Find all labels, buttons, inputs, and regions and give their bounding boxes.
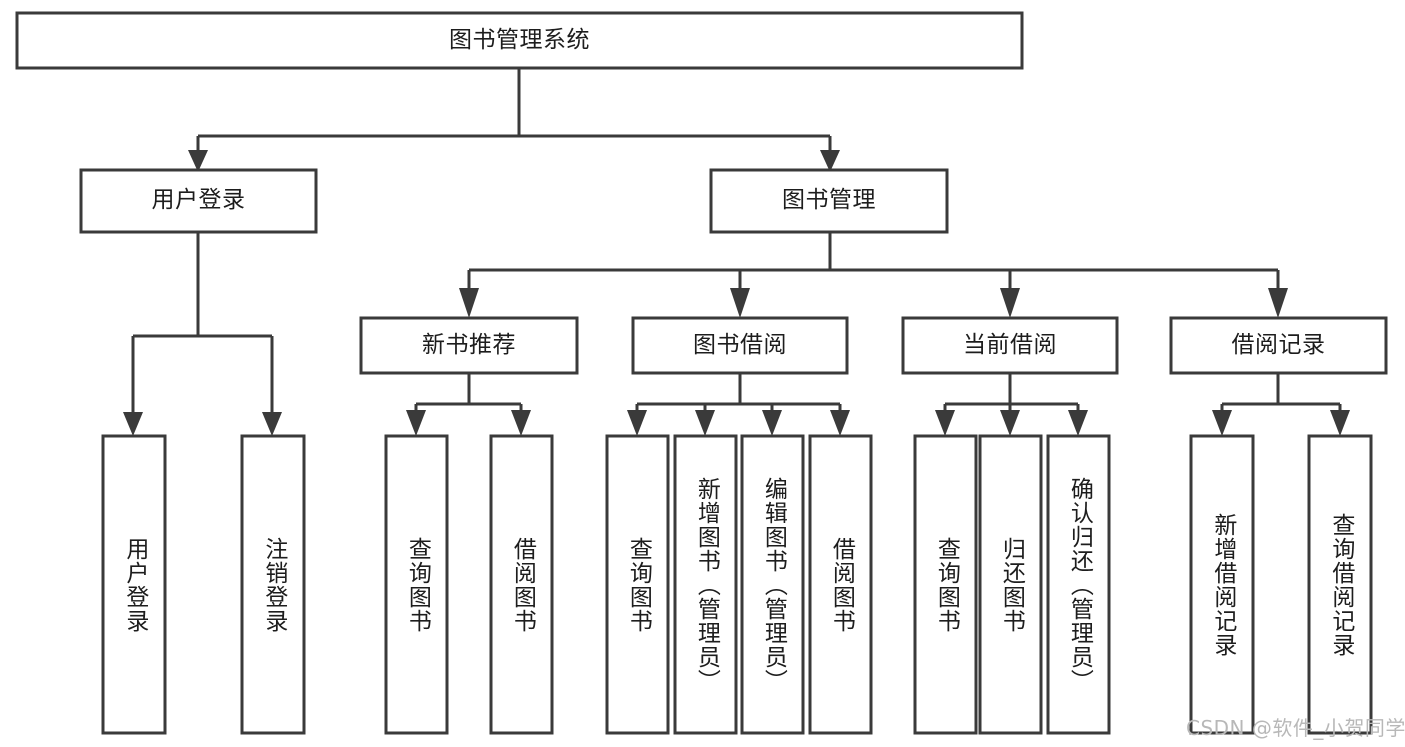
node-box-new-book-rec[interactable] bbox=[359, 316, 579, 375]
node-box-user-login[interactable] bbox=[79, 168, 318, 234]
node-box-leaf-5[interactable] bbox=[605, 434, 670, 735]
node-box-leaf-3[interactable] bbox=[384, 434, 449, 735]
arrowhead-leaf-9 bbox=[935, 410, 955, 436]
arrowhead-leaf-6 bbox=[695, 410, 715, 436]
node-box-root[interactable] bbox=[15, 11, 1024, 70]
node-box-leaf-12[interactable] bbox=[1189, 434, 1255, 735]
arrowhead-leaf-5 bbox=[627, 410, 647, 436]
arrowhead-leaf-4 bbox=[511, 410, 531, 436]
arrowhead-book-manage bbox=[820, 150, 840, 172]
node-box-leaf-9[interactable] bbox=[913, 434, 978, 735]
arrowhead-leaf-11 bbox=[1068, 410, 1088, 436]
node-box-leaf-8[interactable] bbox=[808, 434, 873, 735]
node-box-leaf-1[interactable] bbox=[101, 434, 167, 735]
arrowhead-leaf-2 bbox=[262, 412, 282, 436]
arrowhead-user-login bbox=[188, 150, 208, 172]
arrowhead-current-borrow bbox=[1000, 288, 1020, 318]
arrowhead-leaf-1 bbox=[123, 412, 143, 436]
node-box-current-borrow[interactable] bbox=[901, 316, 1119, 375]
node-box-book-manage[interactable] bbox=[709, 168, 949, 234]
node-box-leaf-4[interactable] bbox=[489, 434, 554, 735]
node-box-leaf-2[interactable] bbox=[240, 434, 306, 735]
node-box-borrow-record[interactable] bbox=[1169, 316, 1388, 375]
arrowhead-leaf-7 bbox=[762, 410, 782, 436]
arrowhead-borrow-record bbox=[1268, 288, 1288, 318]
arrowhead-new-book-rec bbox=[459, 288, 479, 318]
arrowhead-leaf-13 bbox=[1330, 410, 1350, 436]
arrowhead-leaf-3 bbox=[406, 410, 426, 436]
arrowhead-book-borrow bbox=[730, 288, 750, 318]
connector-layer bbox=[123, 68, 1350, 436]
arrowhead-leaf-10 bbox=[1000, 410, 1020, 436]
node-box-leaf-7[interactable] bbox=[740, 434, 805, 735]
node-box-layer bbox=[15, 11, 1388, 735]
node-box-leaf-11[interactable] bbox=[1046, 434, 1111, 735]
node-box-leaf-10[interactable] bbox=[978, 434, 1043, 735]
arrowhead-leaf-8 bbox=[830, 410, 850, 436]
arrowhead-leaf-12 bbox=[1212, 410, 1232, 436]
node-box-leaf-6[interactable] bbox=[673, 434, 738, 735]
node-box-book-borrow[interactable] bbox=[631, 316, 849, 375]
node-box-leaf-13[interactable] bbox=[1307, 434, 1373, 735]
